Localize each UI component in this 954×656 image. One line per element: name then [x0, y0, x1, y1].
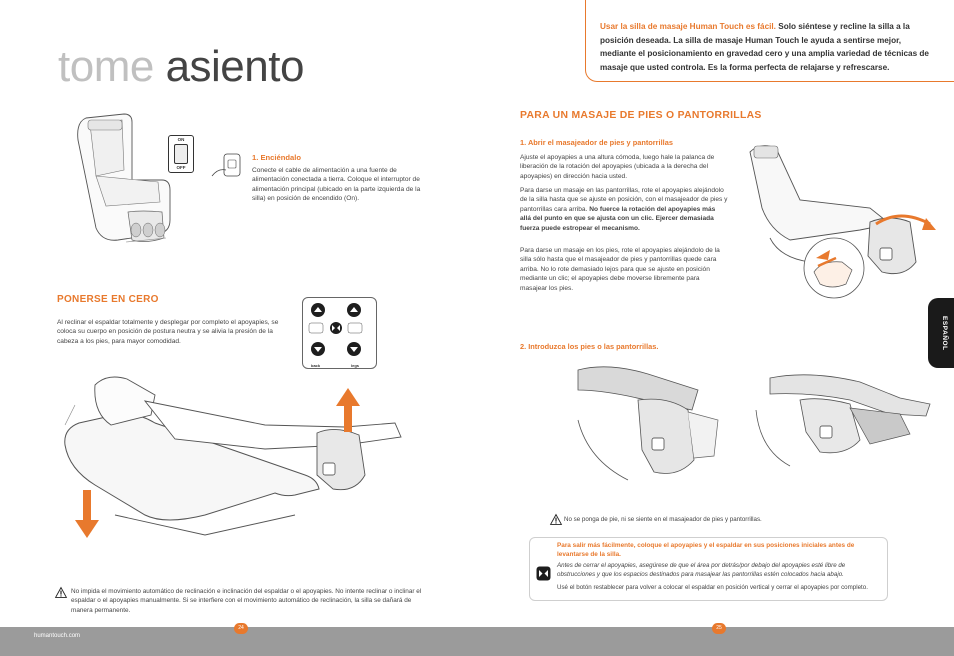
remote-legs-label: legs	[351, 363, 360, 368]
intro-body: Solo siéntese y recline la silla a la po…	[600, 22, 929, 72]
zero-text: Al reclinar el espaldar totalmente y des…	[57, 319, 279, 345]
step-power-heading: 1. Enciéndalo	[252, 153, 301, 162]
feet-heading: PARA UN MASAJE DE PIES O PANTORRILLAS	[520, 110, 762, 121]
switch-on-label: ON	[177, 137, 185, 142]
remote-back-label: back	[311, 363, 321, 368]
reset-icon	[536, 566, 551, 581]
warning-icon	[549, 513, 563, 525]
zero-warning-text: No impida el movimiento automático de re…	[71, 588, 422, 614]
feet-step1-heading: 1. Abrir el masajeador de pies y pantorr…	[520, 138, 673, 147]
footer-bar	[0, 627, 954, 656]
calf-massage-illustration	[577, 366, 719, 481]
warning-icon	[54, 586, 68, 598]
power-switch: ON OFF	[168, 135, 194, 173]
switch-rocker	[174, 144, 188, 164]
exit-box-italic: Antes de cerrar el apoyapies, asegúrese …	[557, 562, 846, 578]
feet-p2b: No fuerce la rotación del apoyapies más …	[520, 205, 716, 232]
exit-info-box	[529, 537, 888, 601]
footer-site: humantouch.com	[34, 633, 81, 639]
chair-upright-illustration	[77, 113, 171, 243]
page-number-left: 24	[234, 623, 248, 634]
exit-box-heading: Para salir más fácilmente, coloque el ap…	[557, 542, 855, 558]
foot-massage-illustration	[755, 374, 931, 467]
feet-p2a: Para darse un masaje en las pantorrillas…	[520, 187, 728, 213]
arrow-up-icon	[336, 388, 360, 432]
arrow-down-icon	[75, 490, 99, 538]
chair-reclined-illustration	[64, 376, 402, 536]
zero-heading: PONERSE EN CERO	[57, 294, 159, 305]
intro-lead: Usar la silla de masaje Human Touch es f…	[600, 22, 776, 31]
exit-box-text: Usé el botón restablecer para volver a c…	[557, 584, 868, 591]
feet-p1: Ajuste el apoyapies a una altura cómoda,…	[520, 154, 715, 180]
feet-step2-heading: 2. Introduzca los pies o las pantorrilla…	[520, 342, 659, 351]
release-lever-inset	[803, 237, 865, 299]
switch-off-label: OFF	[176, 165, 186, 170]
language-tab-label: ESPAÑOL	[941, 315, 948, 351]
title-word-1: tome	[58, 42, 154, 91]
remote-buttons	[308, 303, 363, 356]
feet-p2: Para darse un masaje en las pantorrillas…	[520, 186, 728, 233]
plug-icon	[211, 153, 241, 177]
language-tab	[928, 298, 954, 368]
intro-text: Usar la silla de masaje Human Touch es f…	[600, 20, 935, 74]
feet-warning-text: No se ponga de pie, ni se siente en el m…	[564, 516, 762, 523]
title-word-2: asiento	[165, 42, 305, 91]
intro-frame	[585, 0, 954, 82]
feet-p3: Para darse un masaje en los pies, rote e…	[520, 247, 720, 292]
page-number-right: 25	[712, 623, 726, 634]
page-title: tome asiento	[58, 42, 304, 92]
step-power-text: Conecte el cable de alimentación a una f…	[252, 167, 421, 203]
